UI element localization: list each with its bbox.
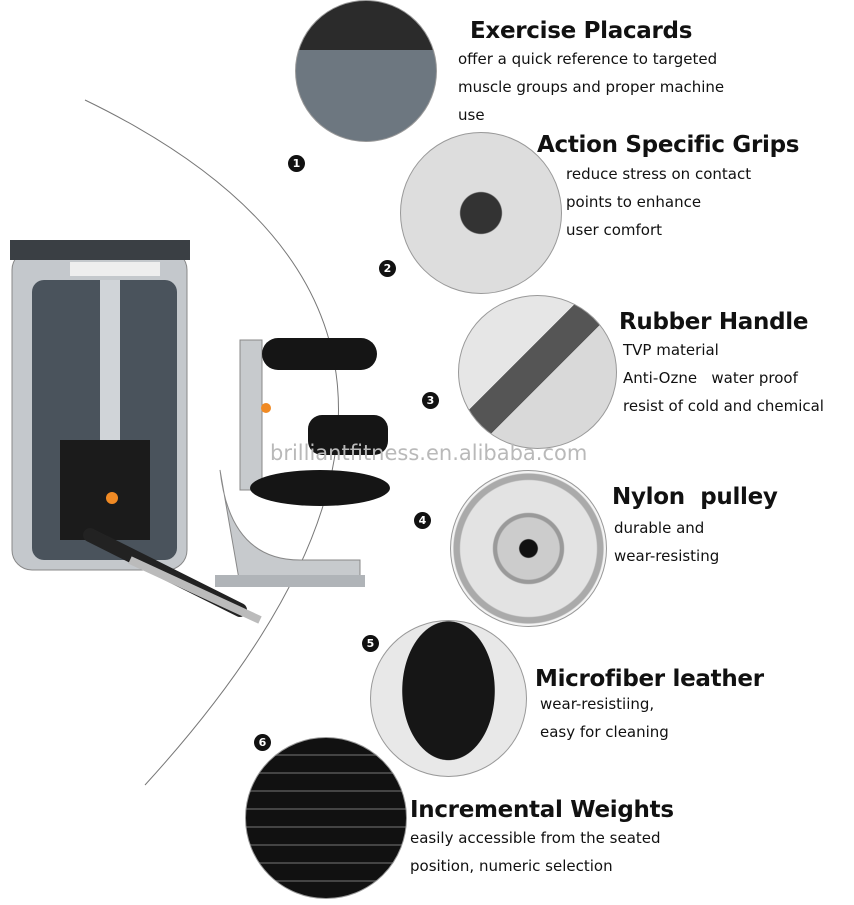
microfiber-leather-detail-image xyxy=(370,620,527,777)
feature-title: Action Specific Grips xyxy=(537,132,800,158)
feature-line: Anti-Ozne water proof xyxy=(623,369,798,387)
feature-line: position, numeric selection xyxy=(410,857,613,875)
seat-pad xyxy=(250,470,390,506)
feature-line: wear-resistiing, xyxy=(540,695,655,713)
badge-2: 2 xyxy=(379,260,396,277)
feature-title: Exercise Placards xyxy=(470,18,693,44)
feature-line: use xyxy=(458,106,485,124)
nylon-pulley-detail-image xyxy=(450,470,607,627)
badge-3: 3 xyxy=(422,392,439,409)
selector-pin xyxy=(106,492,118,504)
badge-1: 1 xyxy=(288,155,305,172)
feature-line: reduce stress on contact xyxy=(566,165,752,183)
feature-line: TVP material xyxy=(623,341,719,359)
feature-line: easily accessible from the seated xyxy=(410,829,661,847)
connector-arc xyxy=(84,99,340,786)
feature-line: muscle groups and proper machine xyxy=(458,78,725,96)
feature-line: resist of cold and chemical xyxy=(623,397,824,415)
watermark: brilliantfitness.en.alibaba.com xyxy=(270,441,588,465)
feature-line: wear-resisting xyxy=(614,547,720,565)
feature-line: offer a quick reference to targeted xyxy=(458,50,718,68)
badge-6: 6 xyxy=(254,734,271,751)
feature-title: Nylon pulley xyxy=(612,484,778,510)
badge-5: 5 xyxy=(362,635,379,652)
seat-back-pad xyxy=(308,415,388,455)
incremental-weights-detail-image xyxy=(245,737,407,899)
grips-detail-image xyxy=(400,132,562,294)
rubber-handle-detail-image xyxy=(458,295,617,449)
feature-title: Rubber Handle xyxy=(619,309,809,335)
feature-title: Incremental Weights xyxy=(410,797,674,823)
back-roller-pad xyxy=(262,338,377,370)
placard-detail-image xyxy=(295,0,437,142)
feature-line: durable and xyxy=(614,519,705,537)
feature-line: points to enhance xyxy=(566,193,702,211)
feature-title: Microfiber leather xyxy=(535,666,764,692)
feature-line: easy for cleaning xyxy=(540,723,669,741)
badge-4: 4 xyxy=(414,512,431,529)
placard xyxy=(70,262,160,276)
feature-line: user comfort xyxy=(566,221,663,239)
weight-plates xyxy=(60,440,150,540)
